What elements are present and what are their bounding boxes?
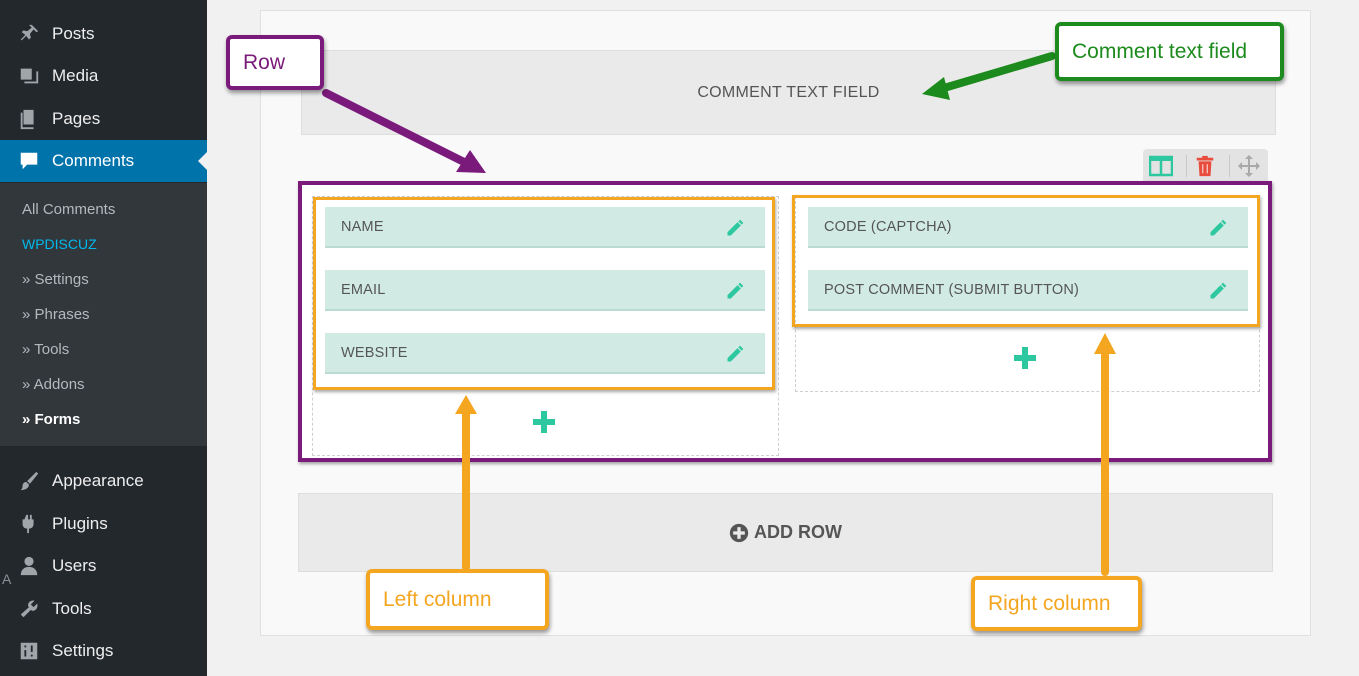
user-icon bbox=[0, 555, 52, 577]
callout-left-column: Left column bbox=[366, 569, 549, 630]
pencil-edit-icon[interactable] bbox=[1208, 281, 1228, 301]
field-website[interactable]: WEBSITE bbox=[325, 333, 765, 374]
pin-icon bbox=[0, 23, 52, 45]
callout-label: Comment text field bbox=[1072, 39, 1248, 63]
row-toolbar bbox=[1143, 149, 1268, 182]
menu-item-media[interactable]: Media bbox=[0, 55, 207, 97]
edge-glyph: A bbox=[2, 571, 12, 587]
sliders-icon bbox=[0, 640, 52, 662]
comment-text-field[interactable]: COMMENT TEXT FIELD bbox=[301, 50, 1276, 135]
row-arrow bbox=[322, 89, 486, 173]
submenu-all-comments[interactable]: All Comments bbox=[22, 201, 116, 218]
callout-row: Row bbox=[226, 35, 324, 90]
comment-field-arrow bbox=[922, 52, 1056, 100]
field-captcha[interactable]: CODE (CAPTCHA) bbox=[808, 207, 1248, 248]
columns-icon[interactable] bbox=[1148, 153, 1174, 179]
right-column-highlight bbox=[792, 195, 1260, 327]
callout-right-column: Right column bbox=[971, 576, 1142, 631]
active-indicator bbox=[198, 152, 207, 170]
wrench-icon bbox=[0, 598, 52, 620]
menu-item-label: Posts bbox=[52, 24, 95, 43]
menu-item-label: Media bbox=[52, 66, 99, 85]
comments-submenu bbox=[0, 183, 207, 446]
submenu-settings[interactable]: » Settings bbox=[22, 271, 89, 288]
menu-item-label: Plugins bbox=[52, 514, 108, 533]
menu-item-label: Comments bbox=[52, 151, 135, 170]
field-label: CODE (CAPTCHA) bbox=[824, 218, 952, 235]
menu-item-settings[interactable]: Settings bbox=[0, 630, 207, 672]
admin-sidebar: Posts Media Pages Comments All Comments … bbox=[0, 0, 207, 676]
menu-item-appearance[interactable]: Appearance bbox=[0, 460, 207, 502]
menu-item-label: Users bbox=[52, 556, 97, 575]
field-label: NAME bbox=[341, 218, 384, 235]
left-column-arrow bbox=[455, 395, 477, 571]
right-column-arrow bbox=[1094, 333, 1116, 576]
menu-item-plugins[interactable]: Plugins bbox=[0, 503, 207, 545]
brush-icon bbox=[0, 470, 52, 492]
trash-icon[interactable] bbox=[1192, 153, 1218, 179]
menu-item-label: Tools bbox=[52, 599, 92, 618]
menu-item-label: Settings bbox=[52, 641, 114, 660]
pencil-edit-icon[interactable] bbox=[1208, 218, 1228, 238]
menu-item-posts[interactable]: Posts bbox=[0, 13, 207, 55]
pages-icon bbox=[0, 108, 52, 130]
callout-label: Row bbox=[243, 50, 286, 74]
menu-item-pages[interactable]: Pages bbox=[0, 98, 207, 140]
menu-item-comments[interactable]: Comments bbox=[0, 140, 207, 182]
add-field-plus-icon[interactable] bbox=[1013, 346, 1037, 370]
field-label: WEBSITE bbox=[341, 344, 408, 361]
field-label: POST COMMENT (SUBMIT BUTTON) bbox=[824, 281, 1080, 298]
add-field-plus-icon[interactable] bbox=[532, 410, 556, 434]
comment-field-label: COMMENT TEXT FIELD bbox=[697, 83, 880, 101]
field-label: EMAIL bbox=[341, 281, 386, 298]
callout-label: Right column bbox=[988, 591, 1111, 615]
callout-comment-text-field: Comment text field bbox=[1055, 22, 1284, 81]
field-name[interactable]: NAME bbox=[325, 207, 765, 248]
add-row-label: ADD ROW bbox=[754, 522, 842, 542]
plus-circle-icon bbox=[729, 523, 749, 543]
pencil-edit-icon[interactable] bbox=[725, 344, 745, 364]
field-submit-button[interactable]: POST COMMENT (SUBMIT BUTTON) bbox=[808, 270, 1248, 311]
left-column-highlight bbox=[313, 197, 775, 390]
move-icon[interactable] bbox=[1236, 153, 1262, 179]
callout-label: Left column bbox=[383, 587, 492, 611]
toolbar-separator bbox=[1229, 155, 1230, 177]
toolbar-separator bbox=[1186, 155, 1187, 177]
pencil-edit-icon[interactable] bbox=[725, 218, 745, 238]
form-row[interactable]: NAME EMAIL WEBSITE CODE (CAPTCHA) POST C… bbox=[298, 181, 1272, 462]
menu-item-tools[interactable]: Tools bbox=[0, 588, 207, 630]
submenu-addons[interactable]: » Addons bbox=[22, 376, 85, 393]
submenu-tools[interactable]: » Tools bbox=[22, 341, 70, 358]
menu-item-label: Appearance bbox=[52, 471, 144, 490]
comment-icon bbox=[0, 150, 52, 172]
pencil-edit-icon[interactable] bbox=[725, 281, 745, 301]
submenu-phrases[interactable]: » Phrases bbox=[22, 306, 90, 323]
plug-icon bbox=[0, 513, 52, 535]
submenu-wpdiscuz[interactable]: WPDISCUZ bbox=[22, 236, 97, 252]
media-icon bbox=[0, 65, 52, 87]
field-email[interactable]: EMAIL bbox=[325, 270, 765, 311]
menu-item-users[interactable]: Users bbox=[0, 545, 207, 587]
add-row-button[interactable]: ADD ROW bbox=[298, 493, 1273, 572]
submenu-forms[interactable]: » Forms bbox=[22, 411, 81, 428]
menu-item-label: Pages bbox=[52, 109, 101, 128]
